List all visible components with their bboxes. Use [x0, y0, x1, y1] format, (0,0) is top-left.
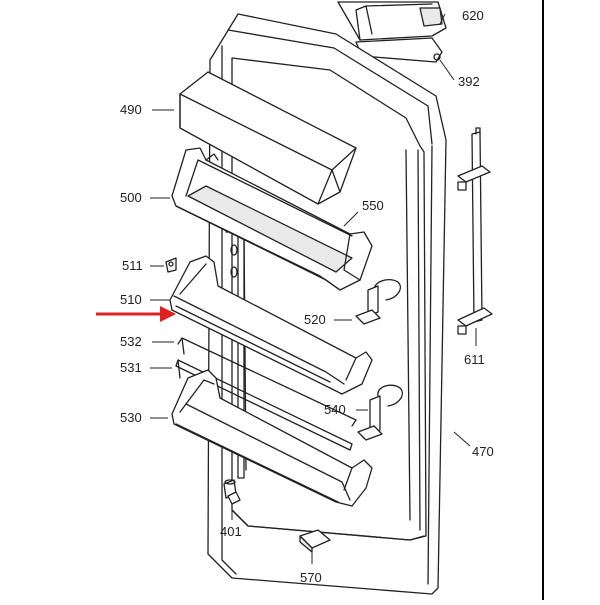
label-532: 532: [120, 334, 142, 349]
label-550: 550: [362, 198, 384, 213]
part-520-egg-tray-holder: [355, 278, 401, 325]
label-500: 500: [120, 190, 142, 205]
part-611-door-handle: [457, 127, 493, 335]
label-570: 570: [300, 570, 322, 585]
label-520: 520: [304, 312, 326, 327]
red-arrow-icon: [96, 306, 176, 322]
label-540: 540: [324, 402, 346, 417]
label-531: 531: [120, 360, 142, 375]
label-510: 510: [120, 292, 142, 307]
part-401-hinge-pin: [223, 479, 241, 505]
part-540-lower-holder: [357, 384, 403, 441]
label-511: 511: [122, 258, 143, 273]
part-620-top-hinge-cover: [337, 1, 447, 41]
right-border-line: [542, 0, 544, 600]
part-511-shelf-clip: [165, 257, 177, 273]
part-490-dairy-compartment-lid: [179, 71, 357, 205]
label-392: 392: [458, 74, 480, 89]
part-500-upper-door-shelf: [171, 147, 373, 291]
label-401: 401: [220, 524, 242, 539]
part-531-bottle-bar: [175, 359, 353, 451]
label-470: 470: [472, 444, 494, 459]
part-510-middle-door-shelf: [169, 255, 373, 395]
label-620: 620: [462, 8, 484, 23]
label-611: 611: [464, 352, 485, 367]
label-530: 530: [120, 410, 142, 425]
leader-lines: [150, 13, 477, 564]
label-490: 490: [120, 102, 142, 117]
part-530-lower-bottle-shelf: [171, 369, 373, 507]
part-532-bottle-retainer: [177, 337, 357, 427]
